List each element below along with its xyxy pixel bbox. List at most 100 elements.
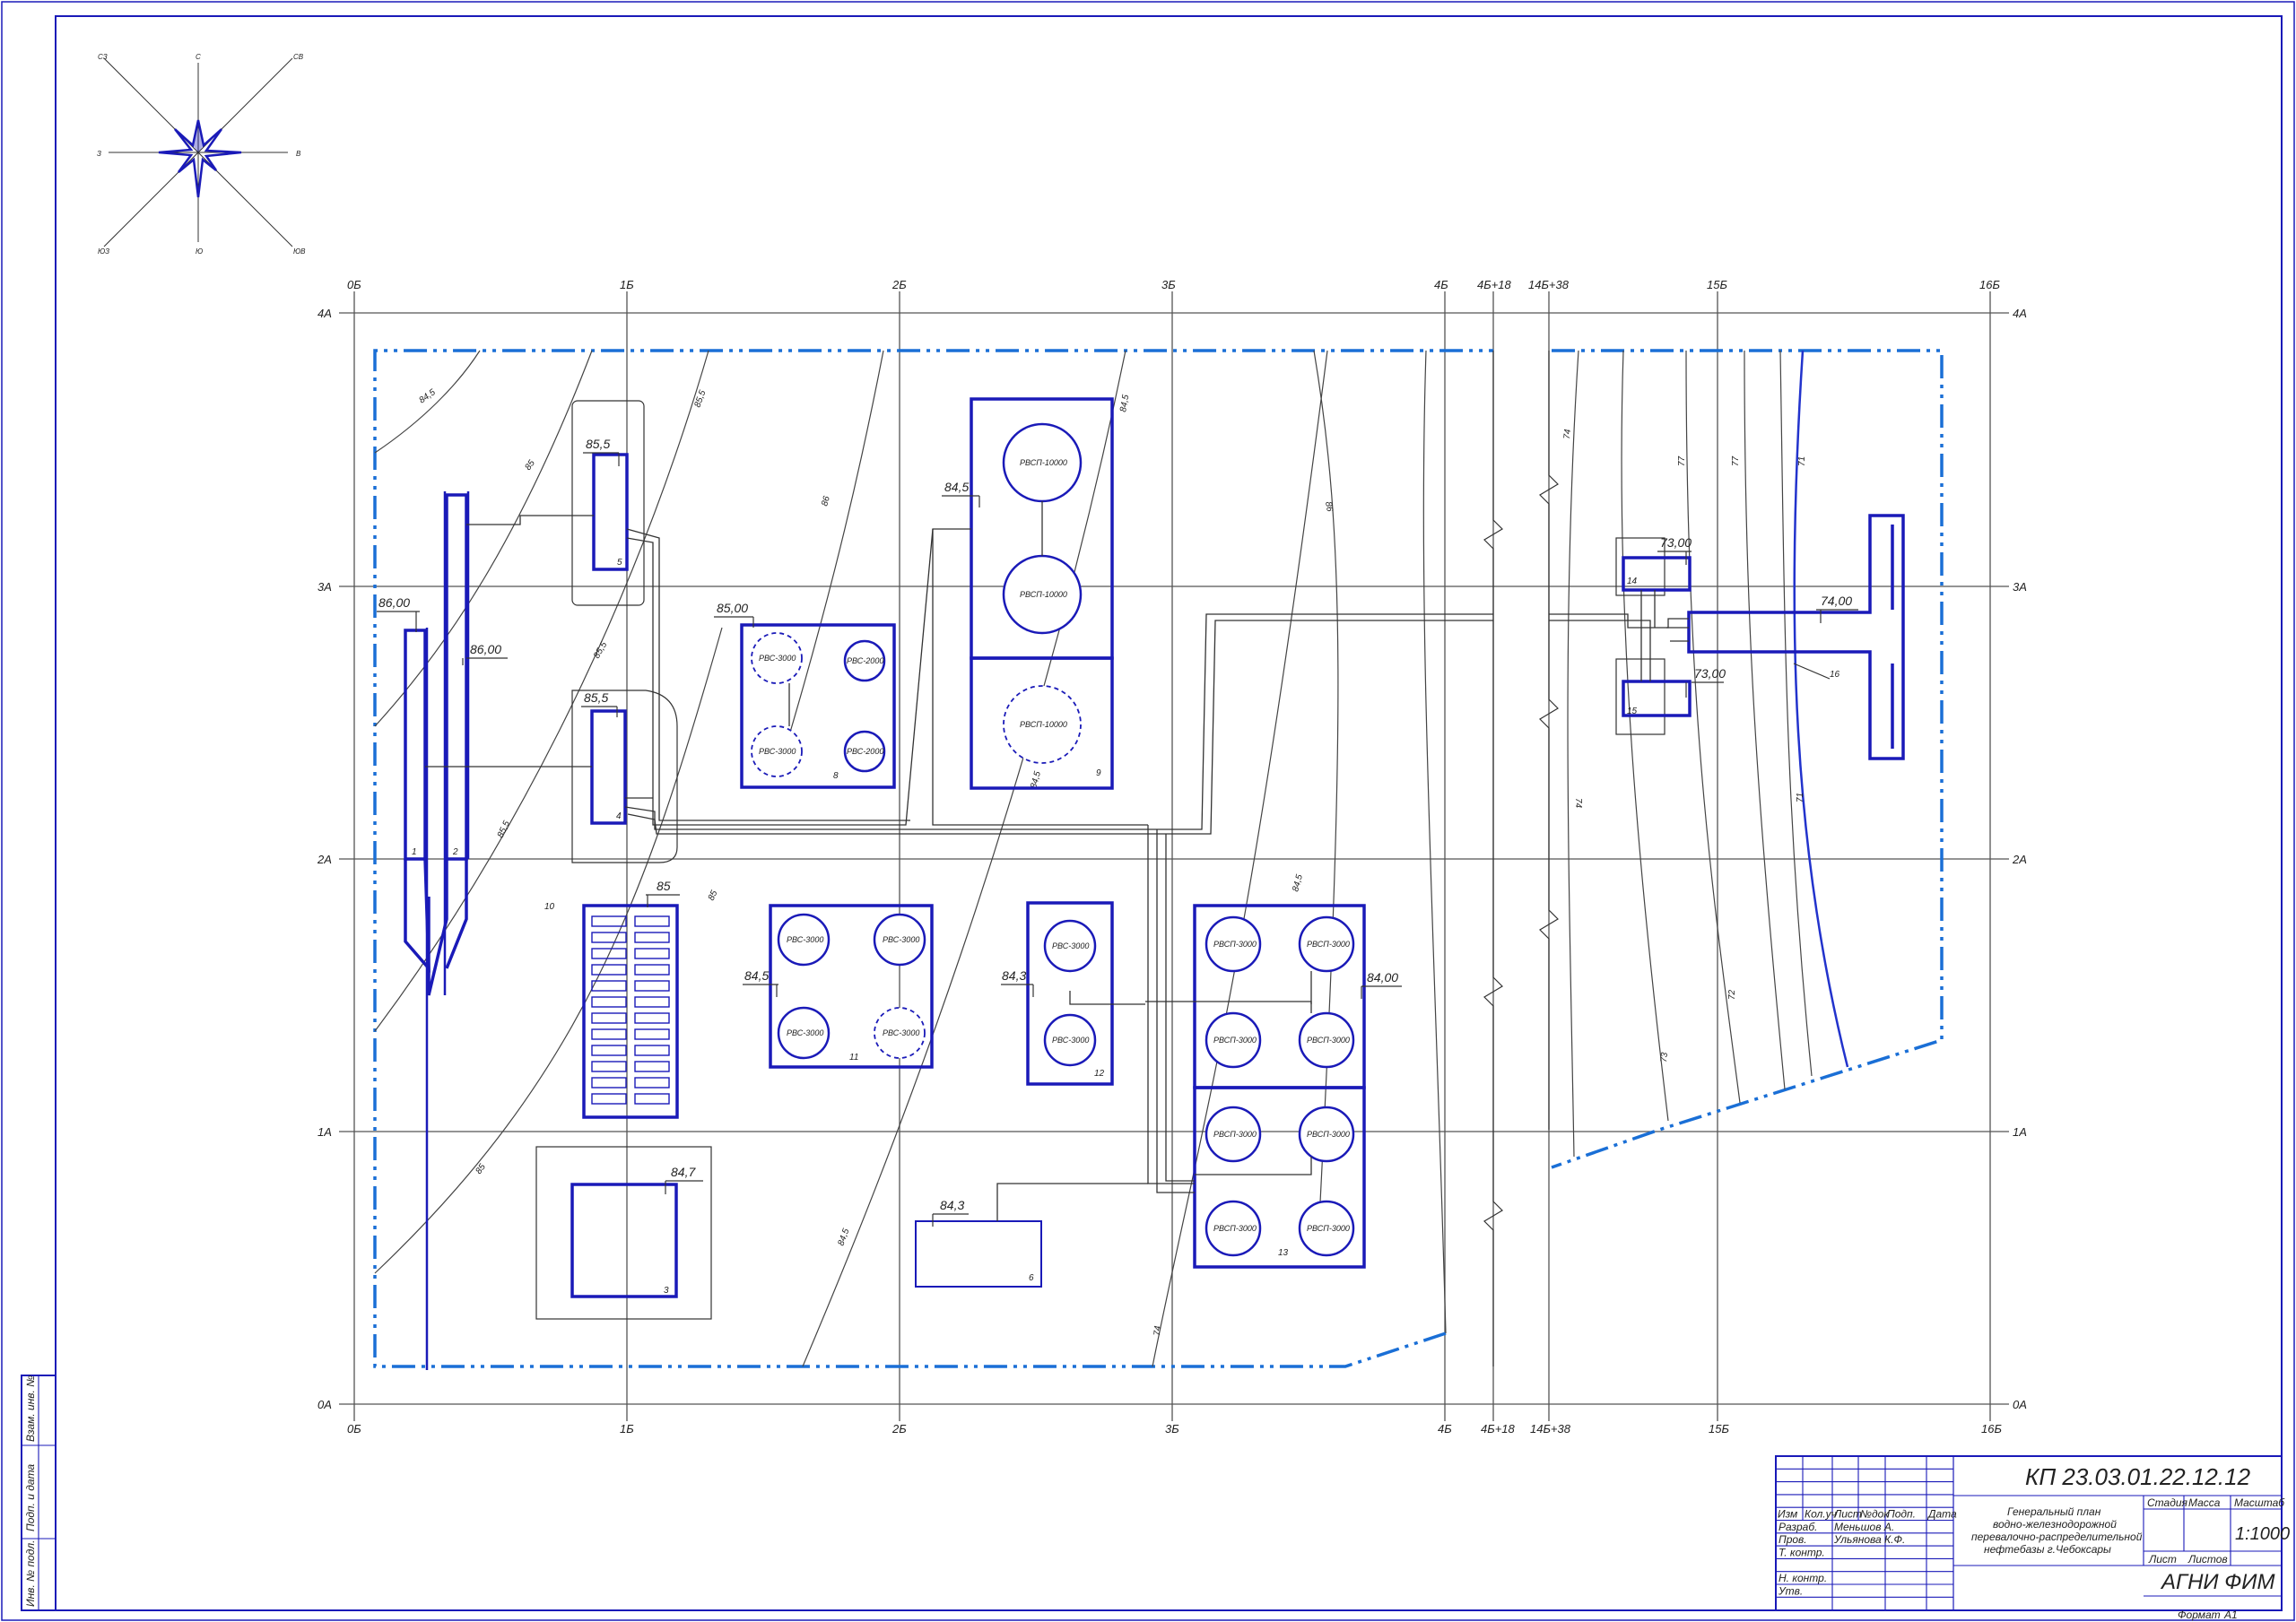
label-num: 1 xyxy=(412,847,417,857)
label-num: 8 xyxy=(833,771,839,781)
loading-bay xyxy=(634,1028,670,1040)
label-num: 2 xyxy=(452,847,458,857)
format-label: Формат xyxy=(2178,1609,2221,1621)
contour-label: 85 xyxy=(707,889,720,902)
contour-label: 85 xyxy=(523,458,537,473)
label-num: 10 xyxy=(544,902,555,912)
elevation-mark: 84,00 xyxy=(1361,970,1402,999)
compass-e: В xyxy=(296,150,301,158)
elevation-mark: 85,00 xyxy=(714,601,754,628)
pump-station-4: 4 xyxy=(571,690,678,863)
tank-label: РВСП-3000 xyxy=(1307,1130,1350,1139)
title-block-header-col: Подп. xyxy=(1887,1508,1916,1521)
berth-area: 14 15 16 xyxy=(1615,514,1905,760)
title-block-header-col: Кол.уч xyxy=(1805,1508,1837,1521)
side-stamp: Взам. инв. № Подп. и дата Инв. № подл. xyxy=(21,1375,57,1611)
col-label: 4Б xyxy=(1434,278,1448,291)
compass-sw: ЮЗ xyxy=(98,247,109,256)
loading-bay xyxy=(634,1012,670,1024)
tank-label: РВС-3000 xyxy=(787,1028,823,1037)
side-stamp-sign-date: Подп. и дата xyxy=(24,1464,37,1531)
title-block-role: Н. контр. xyxy=(1779,1572,1827,1584)
loading-bay xyxy=(591,1045,627,1056)
loading-bay xyxy=(634,964,670,976)
tank-label: РВС-3000 xyxy=(787,935,823,944)
loading-bay xyxy=(591,915,627,927)
description-line-4: нефтебазы г.Чебоксары xyxy=(1984,1543,2111,1556)
title-block-role: Утв. xyxy=(1778,1584,1803,1597)
organization: АГНИ ФИМ xyxy=(2160,1570,2274,1594)
contour-label: 71 xyxy=(1797,456,1807,466)
col-label: 16Б xyxy=(1981,1422,2002,1436)
loading-bay xyxy=(591,980,627,992)
label-num: 14 xyxy=(1627,577,1638,586)
title-block-header-col: Дата xyxy=(1926,1508,1957,1521)
compass-w: З xyxy=(97,150,101,158)
tank-label: РВСП-3000 xyxy=(1213,1130,1257,1139)
label-num: 11 xyxy=(849,1053,858,1063)
label-num: 5 xyxy=(617,558,622,568)
description-line-2: водно-железнодорожной xyxy=(1993,1518,2117,1531)
contour-label: 85,5 xyxy=(592,640,609,661)
loading-bay xyxy=(591,932,627,943)
svg-text:85,5: 85,5 xyxy=(584,690,608,705)
loading-bay xyxy=(634,1093,670,1105)
rail-rack-1: 1 xyxy=(404,628,430,1370)
title-block-header-col: №док xyxy=(1860,1508,1890,1521)
wind-rose: С СВ В ЮВ Ю ЮЗ З СЗ xyxy=(97,53,306,256)
break-lines xyxy=(1483,351,1559,1366)
label-num: 13 xyxy=(1278,1248,1289,1258)
tank-label: РВСП-10000 xyxy=(1020,720,1067,729)
grid-column-labels-bottom: 0Б 1Б 2Б 3Б 4Б 4Б+18 14Б+38 15Б 16Б xyxy=(347,1422,2002,1436)
loading-bay xyxy=(591,1012,627,1024)
pump-station-5: 5 xyxy=(571,400,645,606)
grid-row-labels: 4А 3А 2А 1А 0А 4А 3А 2А 1А 0А xyxy=(317,307,2027,1411)
elevation-mark: 85,5 xyxy=(581,690,618,717)
tank-group-8: РВС-3000 РВС-2000 РВС-3000 РВС-2000 8 xyxy=(740,623,896,789)
col-label: 1Б xyxy=(620,278,634,291)
row-label: 2А xyxy=(2012,853,2027,866)
contour-label: 85 xyxy=(474,1162,488,1176)
loading-bay xyxy=(634,1045,670,1056)
row-label: 3А xyxy=(317,580,332,594)
loading-bay xyxy=(591,964,627,976)
tank-label: РВСП-3000 xyxy=(1213,940,1257,949)
tank-label: РВС-3000 xyxy=(1052,1036,1089,1045)
label-num: 3 xyxy=(664,1286,669,1296)
contour-label: 74 xyxy=(1562,429,1573,439)
tank-group-11: РВС-3000 РВС-3000 РВС-3000 РВС-3000 11 xyxy=(769,904,934,1069)
contour-label: 84,5 xyxy=(1029,770,1043,790)
format-value: А1 xyxy=(2223,1609,2238,1621)
col-label: 2Б xyxy=(891,278,907,291)
row-label: 0А xyxy=(317,1398,332,1411)
title-block-name: Меньшов А. xyxy=(1834,1521,1894,1533)
elevation-mark: 84,3 xyxy=(932,1198,969,1227)
tank-group-13: РВСП-3000 РВСП-3000 РВСП-3000 РВСП-3000 … xyxy=(1193,904,1366,1269)
site-boundary xyxy=(373,349,1944,1368)
wind-rose-star-icon xyxy=(158,119,242,198)
tank-label: РВСП-3000 xyxy=(1307,1224,1350,1233)
compass-ne: СВ xyxy=(293,53,304,61)
loading-bay xyxy=(591,1093,627,1105)
col-label: 0Б xyxy=(347,1422,361,1436)
tank-label: РВСП-3000 xyxy=(1307,1036,1350,1045)
svg-text:84,5: 84,5 xyxy=(744,968,769,983)
svg-text:73,00: 73,00 xyxy=(1694,666,1726,681)
tank-label: РВС-2000 xyxy=(847,656,883,665)
col-label: 0Б xyxy=(347,278,361,291)
row-label: 3А xyxy=(2013,580,2027,594)
elevation-mark: 84,3 xyxy=(1001,968,1034,997)
tank-label: РВС-3000 xyxy=(883,1028,919,1037)
loading-bay xyxy=(591,948,627,959)
tank-label: РВС-3000 xyxy=(1052,941,1089,950)
side-stamp-inv-zam: Взам. инв. № xyxy=(24,1375,37,1442)
svg-text:85,5: 85,5 xyxy=(586,437,610,451)
title-block-role: Разраб. xyxy=(1779,1521,1817,1533)
scale-value: 1:1000 xyxy=(2235,1524,2290,1544)
loading-bay xyxy=(634,1077,670,1089)
label-num: 4 xyxy=(616,811,622,821)
contour-label: 84,5 xyxy=(1291,873,1305,893)
